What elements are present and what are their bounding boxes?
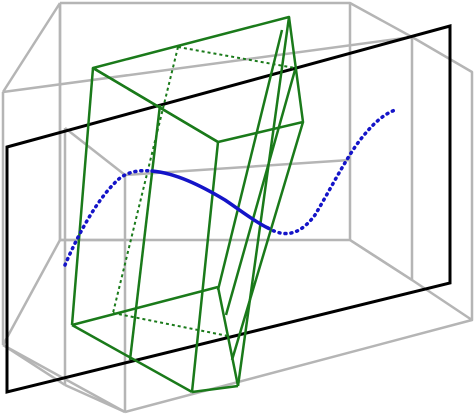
box-middle-left [64, 127, 126, 176]
prism-right-edge-2 [230, 121, 305, 361]
prism-inner-left [128, 104, 162, 361]
prism-front-left [70, 67, 95, 326]
prism-hidden-bottom [112, 312, 229, 337]
prism-hidden-left [112, 46, 179, 314]
curve-dotted-left [63, 168, 154, 267]
plane-frame [5, 24, 452, 394]
prism-top-face [91, 15, 305, 144]
prism-front-mid [190, 141, 220, 393]
box-inner-right-depth [349, 238, 413, 282]
prism-hidden-top [177, 46, 296, 69]
curve-solid-middle [150, 169, 270, 230]
box-middle-bottom [64, 383, 126, 414]
prism-right-edge [236, 16, 291, 387]
prism-bottom-front [71, 323, 193, 394]
prism-top-inner [92, 66, 219, 144]
box-middle-horizontal [2, 343, 66, 387]
prism-bottom-inner [216, 286, 240, 387]
prism-bottom-right [191, 384, 239, 394]
prism [70, 15, 305, 394]
prism-bottom-left [71, 285, 219, 327]
prism-right-inner-2 [224, 69, 297, 316]
box-inner-left-depth [1, 239, 62, 346]
prism-right-inner [216, 29, 284, 291]
box-front-bottom-right [124, 318, 473, 414]
box-top-left-depth [1, 2, 62, 93]
curve [63, 108, 397, 267]
